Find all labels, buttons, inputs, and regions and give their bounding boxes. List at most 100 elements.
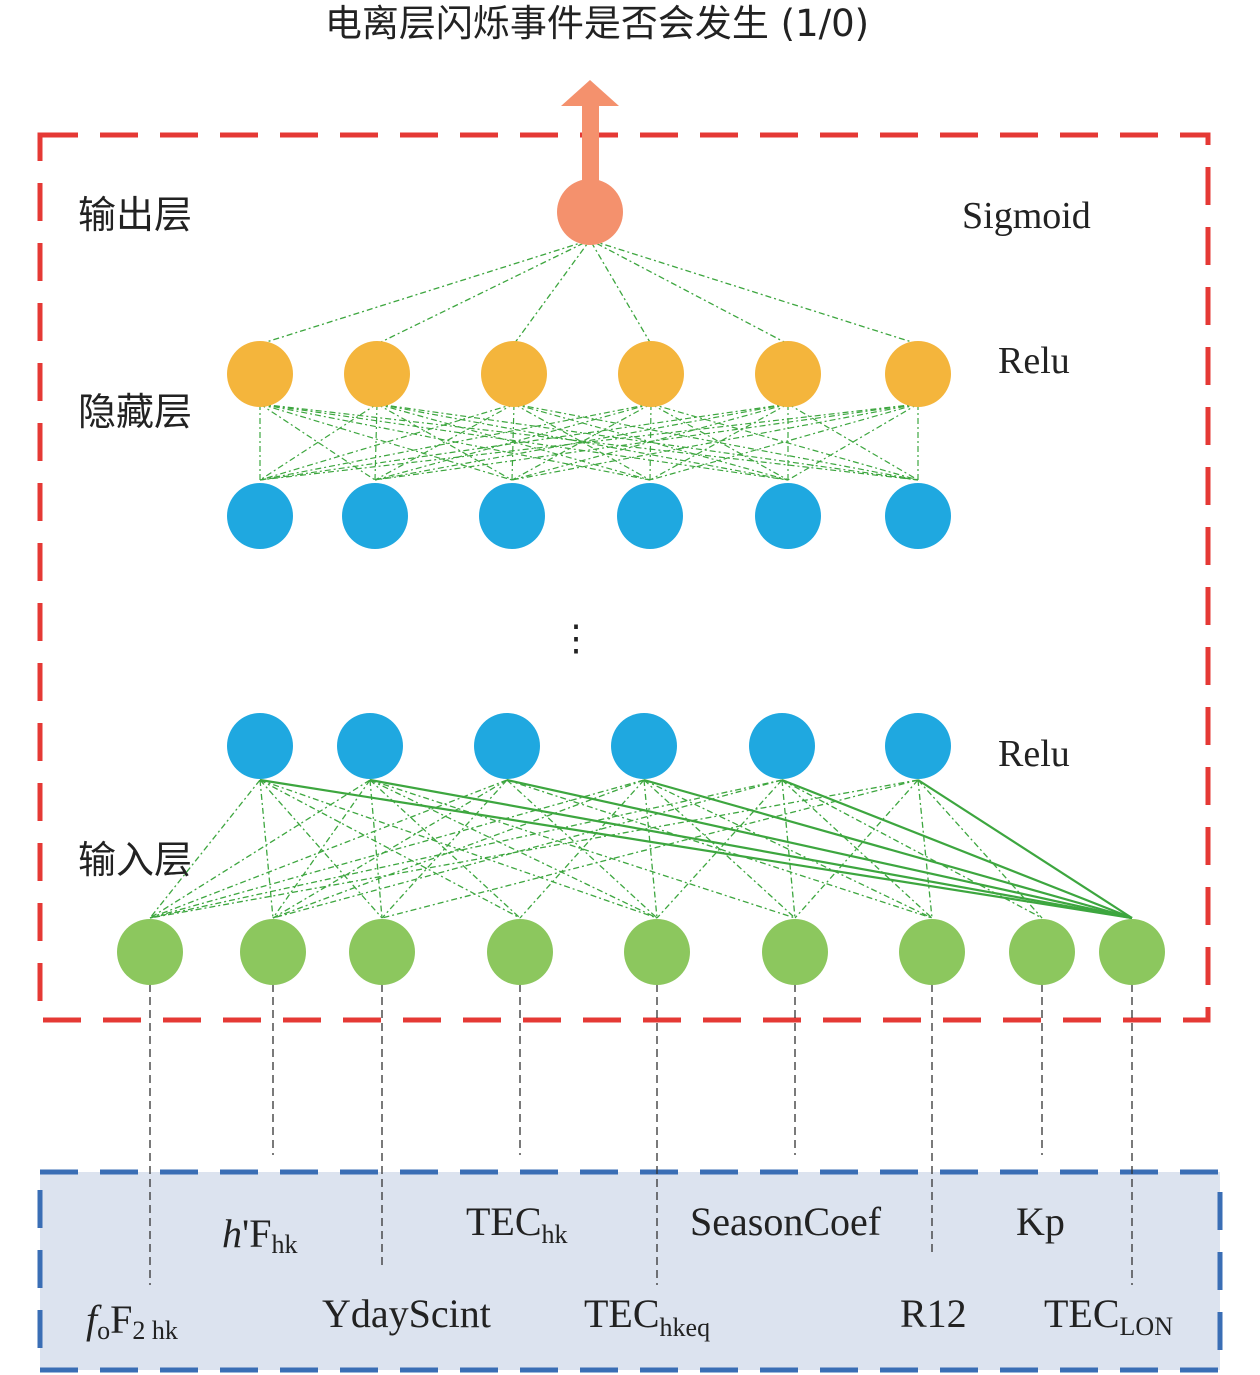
hidden-connection — [374, 403, 652, 481]
hidden-node — [342, 483, 408, 549]
hidden-bottom-activation-label: Relu — [998, 733, 1070, 775]
hidden-node — [479, 483, 545, 549]
input-connection — [259, 779, 383, 919]
hidden-top-activation-label: Relu — [998, 340, 1070, 382]
input-connection — [272, 779, 645, 919]
hidden-connection — [649, 403, 919, 481]
feature-label-teclon: TECLON — [1044, 1291, 1173, 1341]
hidden-node — [337, 713, 403, 779]
input-connection — [149, 779, 783, 919]
output-connection — [589, 239, 789, 345]
input-feature-panel — [37, 1169, 1223, 1373]
hidden-node — [474, 713, 540, 779]
hidden-relu-node — [481, 341, 547, 407]
network-nodes — [117, 179, 1165, 985]
input-connection — [272, 779, 508, 919]
hidden-connection — [513, 403, 651, 481]
hidden-node — [885, 483, 951, 549]
output-arrow — [561, 80, 619, 184]
input-connection — [149, 779, 371, 919]
feature-label-hFhk: h'Fhk — [222, 1211, 297, 1259]
input-connection — [272, 779, 783, 919]
feature-label-r12: R12 — [900, 1291, 967, 1336]
input-connection — [369, 779, 383, 919]
network-boundary — [37, 132, 1211, 1023]
input-connection-solid — [259, 778, 1133, 920]
feature-label-techkeq: TEChkeq — [584, 1291, 710, 1342]
output-layer-label: 输出层 — [78, 193, 192, 237]
hidden-connection — [259, 403, 378, 481]
output-connection — [589, 239, 919, 345]
hidden-relu-node — [755, 341, 821, 407]
hidden-connection — [259, 403, 919, 481]
input-layer-label: 输入层 — [78, 838, 192, 882]
input-connection — [149, 779, 261, 919]
hidden-node — [885, 713, 951, 779]
hidden-connection — [649, 403, 789, 481]
hidden-connection — [511, 403, 919, 481]
hidden-node — [617, 483, 683, 549]
hidden-connection — [650, 403, 919, 481]
hidden-connection — [259, 403, 652, 481]
hidden-layer-label: 隐藏层 — [78, 390, 192, 434]
input-connection — [369, 779, 658, 919]
hidden-node — [749, 713, 815, 779]
input-connection-solid — [506, 778, 1133, 920]
input-node — [487, 919, 553, 985]
input-connection — [781, 779, 933, 919]
input-connection — [519, 779, 645, 919]
hidden-node — [227, 713, 293, 779]
input-connection — [643, 779, 933, 919]
input-connection — [381, 779, 919, 919]
input-connection — [506, 779, 658, 919]
input-connection-solid — [643, 778, 1133, 920]
input-node — [349, 919, 415, 985]
hidden-relu-node — [344, 341, 410, 407]
output-connection — [259, 239, 591, 345]
hidden-relu-node — [227, 341, 293, 407]
hidden-node — [611, 713, 677, 779]
input-connection-solid — [781, 778, 1133, 920]
hidden-connection — [259, 403, 513, 481]
hidden-connection — [376, 403, 513, 481]
input-node — [240, 919, 306, 985]
feature-label-kp: Kp — [1016, 1199, 1065, 1244]
input-connection — [506, 779, 933, 919]
hidden-node — [227, 483, 293, 549]
diagram-title: 电离层闪烁事件是否会发生 (1/0) — [325, 2, 869, 45]
output-activation-label: Sigmoid — [962, 195, 1091, 237]
input-connection — [149, 779, 919, 919]
hidden-connection — [374, 403, 515, 481]
input-connection — [369, 779, 521, 919]
input-connection — [794, 779, 919, 919]
feature-label-techk: TEChk — [466, 1199, 568, 1249]
layer-ellipsis: ⋮ — [558, 618, 594, 658]
hidden-relu-node — [618, 341, 684, 407]
connections — [149, 239, 1133, 920]
hidden-connection — [650, 403, 789, 481]
input-node — [117, 919, 183, 985]
output-connection — [513, 239, 591, 345]
input-connection — [381, 779, 508, 919]
hidden-connection — [259, 403, 515, 481]
feature-drop-lines — [149, 984, 1133, 1285]
hidden-relu-node — [885, 341, 951, 407]
input-connection — [917, 779, 933, 919]
hidden-node — [755, 483, 821, 549]
input-node — [1099, 919, 1165, 985]
input-connection — [643, 779, 658, 919]
input-node — [624, 919, 690, 985]
input-connection — [149, 779, 508, 919]
input-feature-labels: foF2 hk h'Fhk YdayScint TEChk TEChkeq Se… — [86, 1199, 1173, 1345]
output-connection — [589, 239, 652, 345]
hidden-connection — [259, 403, 376, 481]
input-connection — [149, 779, 645, 919]
hidden-connection — [374, 403, 378, 481]
input-node — [762, 919, 828, 985]
input-connection — [656, 779, 783, 919]
feature-label-seasoncoef: SeasonCoef — [690, 1199, 882, 1244]
input-connection — [272, 779, 371, 919]
hidden-connection — [787, 403, 919, 481]
hidden-connection — [511, 403, 652, 481]
